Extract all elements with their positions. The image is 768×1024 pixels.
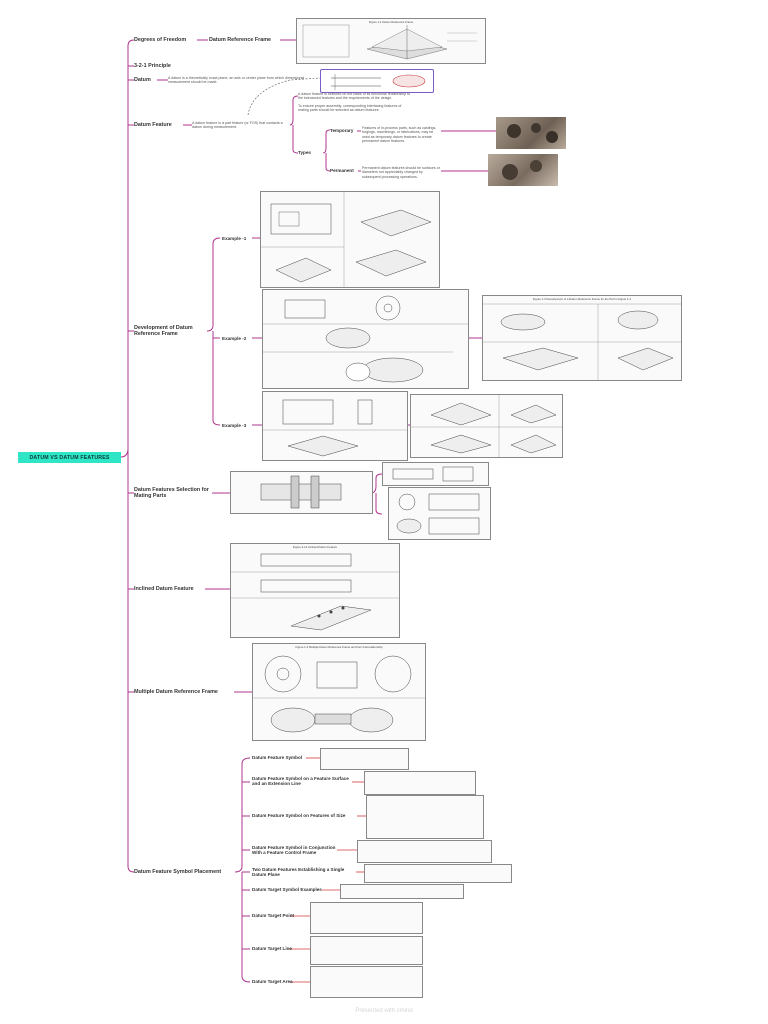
- placement-item-target-symbol-examples[interactable]: Datum Target Symbol Examples: [252, 887, 322, 892]
- example-3-datum-sketch: [411, 395, 562, 457]
- topic-example-3[interactable]: Example -3: [222, 423, 247, 428]
- datum-feature-definition: A datum feature is a part feature (or FO…: [192, 121, 283, 130]
- temporary-note: Features of in-process parts, such as ca…: [362, 126, 437, 144]
- surface-extension-figure: [364, 771, 476, 795]
- part-1-sketch: [392, 466, 474, 482]
- machined-holes: [502, 160, 542, 180]
- example-3-sketch: [263, 399, 407, 457]
- topic-inclined-datum-feature[interactable]: Inclined Datum Feature: [134, 586, 194, 592]
- figure-title: Figure 2-14 Inclined Datum Feature: [292, 545, 338, 549]
- multiple-drf-figure: Figure 1-4 Multiple Datum Reference Fram…: [252, 643, 426, 741]
- drf-illustration: [302, 24, 477, 60]
- mating-parts-assembly: [230, 471, 373, 514]
- topic-datum-feature-symbol-placement[interactable]: Datum Feature Symbol Placement: [134, 869, 222, 875]
- drf-development-sketch: [483, 303, 681, 380]
- topic-datum[interactable]: Datum: [134, 77, 151, 83]
- target-symbol-examples-figure: [340, 884, 464, 899]
- inclined-datum-figure: Figure 2-14 Inclined Datum Feature: [230, 543, 400, 638]
- topic-example-1[interactable]: Example -1: [222, 236, 247, 241]
- mating-part-2-drawing: [388, 487, 491, 540]
- target-area-figure: [310, 966, 423, 998]
- datum-reference-frame-figure: Figure 1-1 Datum Reference Frame: [296, 18, 486, 64]
- target-point-figure: [310, 902, 423, 934]
- topic-datum-reference-frame[interactable]: Datum Reference Frame: [209, 37, 272, 43]
- symbol-figure: [320, 748, 409, 770]
- topic-multiple-drf[interactable]: Multiple Datum Reference Frame: [134, 689, 218, 695]
- datum-definition: A datum is a theoretically exact plane, …: [168, 76, 305, 85]
- root-topic[interactable]: DATUM VS DATUM FEATURES: [18, 452, 121, 463]
- placement-item-surface-extension[interactable]: Datum Feature Symbol on a Feature Surfac…: [252, 776, 349, 786]
- example-2-sketch: [263, 295, 468, 383]
- single-datum-plane-figure: [364, 864, 512, 883]
- placement-item-single-datum-plane[interactable]: Two Datum Features Establishing a Single…: [252, 867, 345, 877]
- topic-types[interactable]: Types: [298, 150, 311, 155]
- topic-mating-parts[interactable]: Datum Features Selection for Mating Part…: [134, 487, 209, 499]
- example-1-sketch: [261, 192, 432, 287]
- placement-item-features-of-size[interactable]: Datum Feature Symbol on Features of Size: [252, 813, 346, 818]
- topic-3-2-1-principle[interactable]: 3-2-1 Principle: [134, 63, 171, 69]
- example-3-drawing: [262, 391, 408, 461]
- example-2-drawing: [262, 289, 469, 389]
- placement-item-target-line[interactable]: Datum Target Line: [252, 946, 292, 951]
- datum-sketch: [331, 74, 426, 90]
- figure-title: Figure 1-1 Datum Reference Frame: [368, 20, 414, 24]
- topic-development-of-drf[interactable]: Development of Datum Reference Frame: [134, 325, 193, 337]
- datum-illustration: [320, 69, 434, 93]
- topic-example-2[interactable]: Example -2: [222, 336, 247, 341]
- casting-holes: [507, 123, 558, 143]
- inclined-sketch: [231, 553, 399, 631]
- placement-item-target-area[interactable]: Datum Target Area: [252, 979, 293, 984]
- placement-item-feature-control-frame[interactable]: Datum Feature Symbol in Conjunction With…: [252, 845, 336, 855]
- part-2-sketch: [396, 493, 480, 535]
- topic-datum-feature[interactable]: Datum Feature: [134, 122, 172, 128]
- example-3-datum-figure: [410, 394, 563, 458]
- datum-feature-selection-note: A datum feature is selected on the basis…: [298, 92, 411, 101]
- datum-feature-assembly-note: To ensure proper assembly, corresponding…: [298, 104, 402, 113]
- features-of-size-figure: [366, 795, 484, 839]
- figure-title: Figure 1-3 Development of a Datum Refere…: [532, 297, 632, 301]
- topic-temporary[interactable]: Temporary: [330, 128, 354, 133]
- drf-development-figure: Figure 1-3 Development of a Datum Refere…: [482, 295, 682, 381]
- example-1-drawing: [260, 191, 440, 288]
- topic-permanent[interactable]: Permanent: [330, 168, 354, 173]
- permanent-machined-photo: [488, 154, 558, 186]
- mating-part-1-drawing: [382, 462, 489, 486]
- feature-control-frame-figure: [357, 840, 492, 863]
- placement-item-symbol[interactable]: Datum Feature Symbol: [252, 755, 303, 760]
- multiple-drf-sketch: [253, 655, 425, 733]
- topic-degrees-of-freedom[interactable]: Degrees of Freedom: [134, 37, 187, 43]
- target-line-figure: [310, 936, 423, 965]
- figure-title: Figure 1-4 Multiple Datum Reference Fram…: [295, 645, 383, 649]
- footer-watermark: Presented with xmind: [355, 1008, 413, 1014]
- placement-item-target-point[interactable]: Datum Target Point: [252, 913, 295, 918]
- assembly-sketch: [260, 475, 342, 509]
- permanent-note: Permanent datum features should be surfa…: [362, 166, 440, 179]
- temporary-casting-photo: [496, 117, 566, 149]
